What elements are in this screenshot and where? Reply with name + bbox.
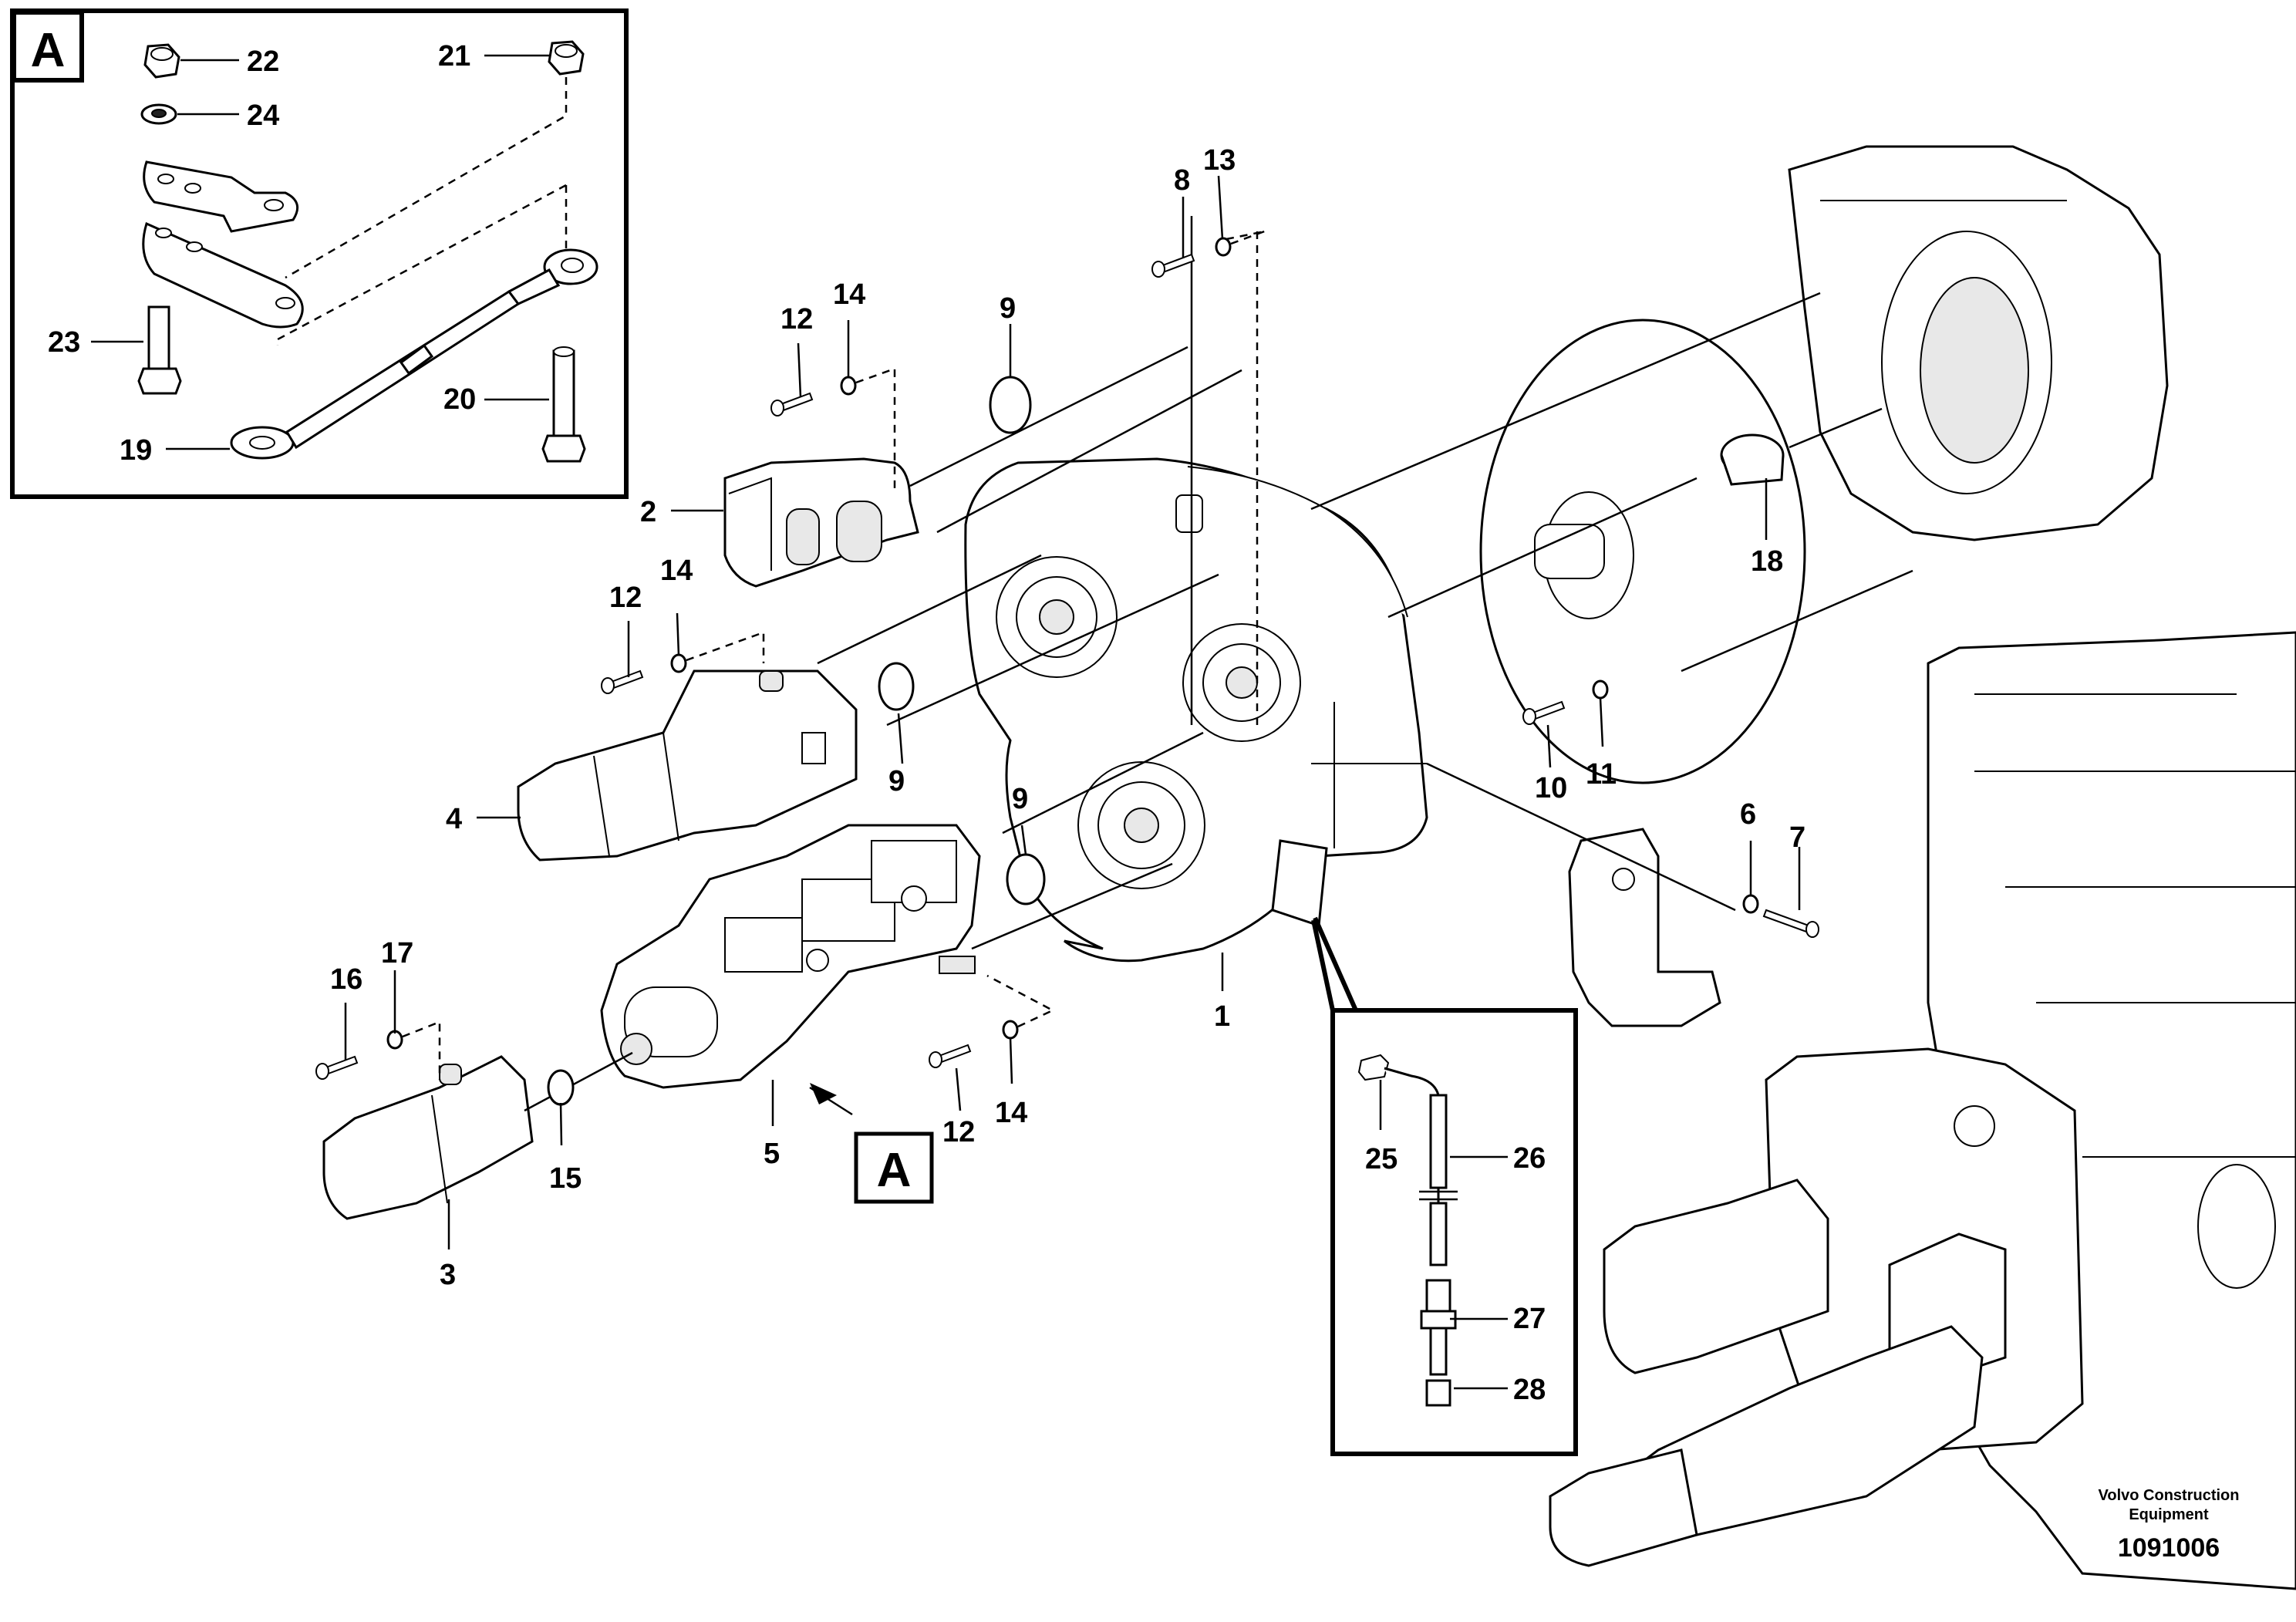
callout-17: 17 [381, 937, 413, 969]
callout-9-top: 9 [1000, 292, 1016, 325]
callout-26: 26 [1513, 1142, 1546, 1175]
detail-view-a: A [10, 8, 629, 499]
callout-3: 3 [440, 1259, 456, 1291]
detail-box-marker: A [31, 24, 66, 77]
callout-1: 1 [1214, 1000, 1230, 1033]
callout-14-low: 14 [995, 1097, 1027, 1129]
callout-12-low: 12 [942, 1116, 975, 1148]
callout-10: 10 [1535, 772, 1567, 804]
callout-leaders [344, 175, 1801, 1390]
assembly-lines [524, 216, 1913, 1112]
callout-14-mid: 14 [660, 555, 693, 587]
detail-frame [10, 8, 629, 499]
bolt-23-drawing [137, 305, 182, 395]
tie-rod-19-drawing [230, 248, 598, 460]
seal-ring-18-drawing [1720, 433, 1785, 486]
hydraulic-pump-4-drawing [517, 669, 858, 862]
washer-24-drawing [140, 103, 177, 125]
callout-27: 27 [1513, 1303, 1546, 1335]
callout-11: 11 [1586, 758, 1617, 791]
company-line-1: Volvo Construction [2099, 1487, 2240, 1504]
callout-2: 2 [640, 496, 656, 528]
lever-bracket-drawing [142, 160, 304, 329]
callout-8: 8 [1174, 164, 1190, 197]
callout-21: 21 [438, 40, 470, 73]
callout-24: 24 [247, 99, 279, 132]
gear-pump-3-drawing [322, 1055, 534, 1220]
callout-19: 19 [120, 434, 152, 467]
pump-drive-housing-1-drawing [964, 457, 1428, 963]
nut-21-drawing [548, 40, 585, 76]
callout-5: 5 [764, 1138, 780, 1170]
detail-dashed-line-1 [285, 77, 568, 279]
detail-box-marker-frame [12, 10, 84, 83]
callout-14-top: 14 [833, 278, 865, 311]
callout-18: 18 [1751, 545, 1783, 578]
callout-12-mid: 12 [609, 582, 642, 614]
fasteners [315, 228, 1819, 1106]
nut-22-drawing [143, 43, 180, 79]
callout-12-top: 12 [781, 303, 813, 336]
drawing-number: 1091006 [2118, 1533, 2220, 1563]
callout-22: 22 [247, 46, 279, 78]
detail-marker-letter: A [877, 1144, 912, 1197]
callout-labels: 22 24 21 23 20 19 8 13 9 12 14 2 12 14 4… [48, 40, 1805, 1406]
callout-25: 25 [1365, 1143, 1397, 1175]
callout-9-mid: 9 [888, 765, 905, 798]
gear-pump-2-drawing [723, 457, 919, 588]
callout-23: 23 [48, 326, 80, 359]
callout-4: 4 [446, 803, 462, 835]
callout-13: 13 [1203, 144, 1236, 177]
detail-dashed-line-2 [276, 184, 568, 346]
detail-marker-a: A [809, 1083, 934, 1204]
callout-7: 7 [1789, 821, 1805, 854]
callout-28: 28 [1513, 1374, 1546, 1406]
flywheel-housing-drawing [1788, 145, 2169, 541]
sensor-detail-view [1311, 916, 1578, 1456]
callout-15: 15 [549, 1162, 582, 1195]
company-line-2: Equipment [2129, 1506, 2209, 1523]
drive-disc-drawing [1479, 319, 1806, 784]
callout-16: 16 [330, 963, 362, 996]
drawing-footer: Volvo Construction Equipment 1091006 [2099, 1487, 2240, 1563]
callout-20: 20 [443, 383, 476, 416]
callout-9-low: 9 [1012, 783, 1028, 815]
assembled-view-drawing [1549, 631, 2296, 1590]
bolt-20-drawing [541, 346, 586, 463]
callout-6: 6 [1740, 798, 1756, 831]
main-pump-5-drawing [600, 824, 981, 1089]
mounting-bracket-drawing [1568, 828, 1721, 1027]
